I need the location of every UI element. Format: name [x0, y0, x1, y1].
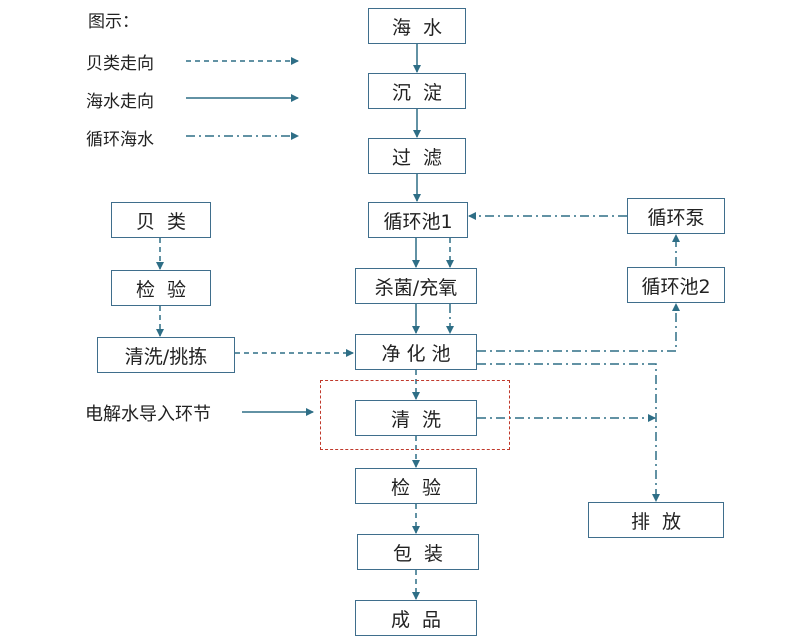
edge-purification-to-discharge: [477, 363, 660, 502]
node-shellfish-inspection: 检 验: [111, 270, 211, 306]
legend-circulating-water-label: 循环海水: [86, 130, 154, 150]
electrolyzed-water-label: 电解水导入环节: [85, 404, 211, 425]
electrolyzed-water-stage-highlight: [320, 380, 510, 450]
node-circulation-pool-2: 循环池2: [627, 267, 725, 303]
node-circulation-pool-1: 循环池1: [368, 202, 468, 238]
node-shellfish: 贝 类: [111, 202, 211, 238]
node-settling: 沉 淀: [368, 73, 466, 109]
node-filtration: 过 滤: [368, 138, 466, 174]
node-product: 成 品: [355, 600, 477, 636]
node-wash-sort: 清洗/挑拣: [97, 337, 235, 373]
node-discharge: 排 放: [588, 502, 724, 538]
node-packaging: 包 装: [357, 534, 479, 570]
node-final-inspection: 检 验: [355, 468, 477, 504]
legend-title: 图示：: [88, 12, 139, 32]
node-purification-pool: 净 化 池: [355, 334, 477, 370]
edge-purification-to-pool-2: [477, 303, 680, 352]
node-wash: 清 洗: [355, 400, 477, 436]
node-seawater: 海 水: [368, 8, 466, 44]
node-sterilize-oxygenate: 杀菌/充氧: [355, 268, 477, 304]
legend-seawater-flow-label: 海水走向: [86, 92, 154, 112]
legend-shellfish-flow-label: 贝类走向: [86, 54, 154, 74]
node-circulation-pump: 循环泵: [627, 198, 725, 234]
